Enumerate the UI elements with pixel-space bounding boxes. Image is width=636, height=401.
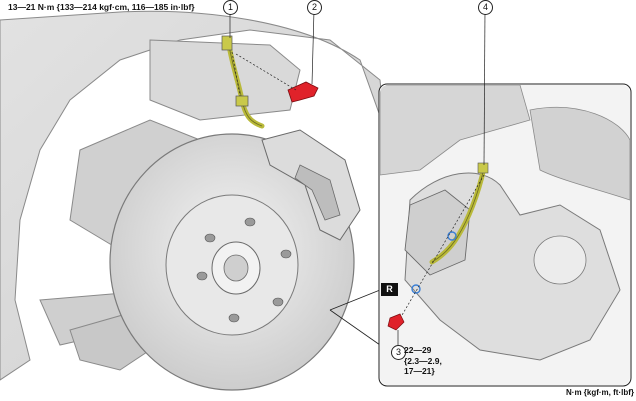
inset-caliper: [404, 189, 471, 276]
inset-leader-b: [329, 289, 381, 311]
wheel-studs: [196, 217, 292, 323]
hose-fitting-mid: [235, 95, 249, 107]
hose-clip: [287, 81, 319, 103]
callout-2: 2: [307, 0, 322, 15]
replace-badge: R: [381, 283, 398, 296]
washer-upper: [447, 231, 457, 241]
torque-bolt-line-1: 22—29: [404, 345, 432, 355]
wheel-arch: [0, 10, 386, 381]
inset-leader-a: [329, 309, 381, 346]
strut-tower: [149, 39, 301, 121]
inset-spring: [529, 106, 630, 201]
union-bolt: [387, 313, 405, 331]
hose-fitting-top: [221, 35, 233, 51]
callout-3: 3: [391, 345, 406, 360]
units-legend: N·m {kgf·m, ft·lbf}: [566, 388, 634, 397]
washer-lower: [411, 284, 421, 294]
torque-bolt-line-3: 17—21}: [404, 366, 435, 376]
torque-bolt-line-2: {2.3—2.9,: [404, 355, 442, 366]
callout-4: 4: [478, 0, 493, 15]
torque-spec-main: 13—21 N·m {133—214 kgf·cm, 116—185 in·lb…: [8, 2, 195, 12]
inset-body: [380, 85, 531, 176]
callout-1: 1: [223, 0, 238, 15]
inset-assembly-line: [397, 174, 485, 323]
torque-spec-bolt: 22—29 {2.3—2.9, 17—21}: [404, 345, 442, 377]
